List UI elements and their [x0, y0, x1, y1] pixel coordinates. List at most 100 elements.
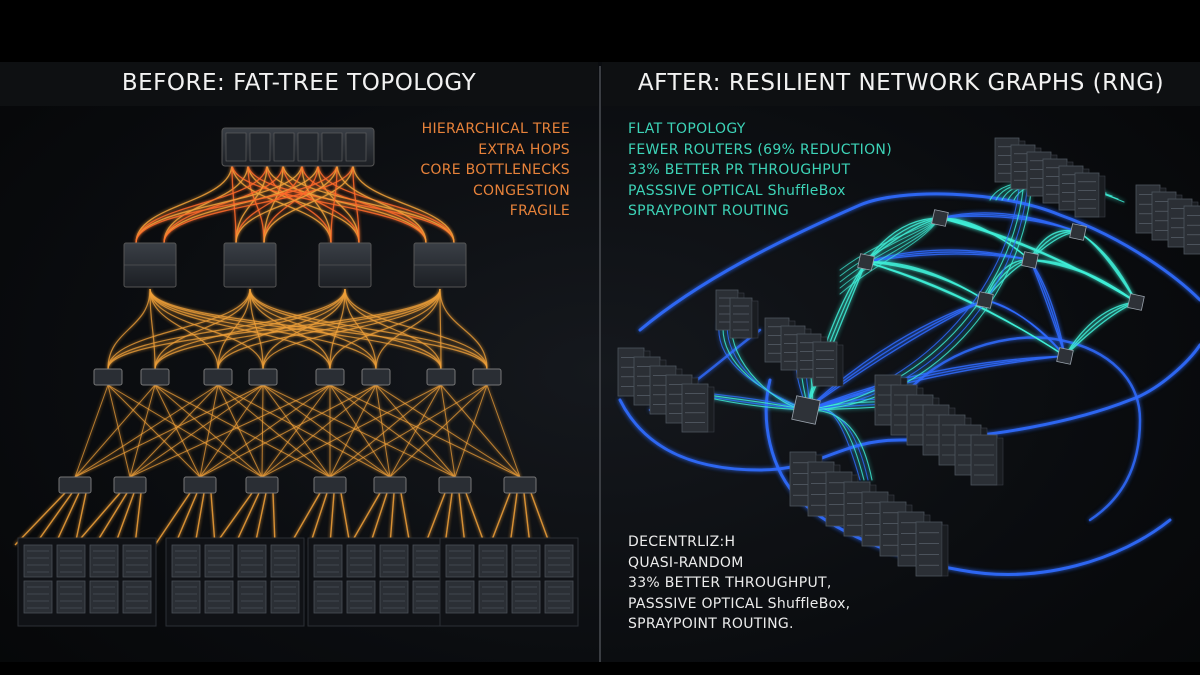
server-unit — [412, 544, 442, 578]
tor-switch — [245, 476, 279, 494]
core-switch — [297, 132, 319, 162]
server-unit — [511, 580, 541, 614]
fat-tree-link — [261, 384, 264, 478]
after-note: SPRAYPOINT ROUTING. — [628, 616, 794, 632]
rng-link — [984, 299, 1066, 357]
server-unit — [23, 580, 53, 614]
fat-tree-link — [266, 163, 332, 244]
after-feature: PASSSIVE OPTICAL ShuffleBox — [628, 182, 846, 199]
core-switch — [273, 132, 295, 162]
fat-tree-link — [107, 288, 251, 370]
fat-tree-link — [247, 163, 360, 244]
after-note: QUASI-RANDOM — [628, 554, 744, 571]
rng-link — [805, 179, 1029, 411]
fat-tree-link — [340, 492, 351, 546]
fat-tree-link — [489, 492, 511, 546]
fat-tree-link — [329, 288, 441, 370]
server-unit — [204, 544, 234, 578]
fat-tree-link — [154, 492, 191, 546]
after-feature: FEWER ROUTERS (69% REDUCTION) — [628, 141, 892, 158]
fat-tree-link — [465, 492, 486, 546]
fat-tree-link — [149, 288, 377, 370]
fat-tree-link — [194, 492, 205, 546]
fat-tree-link — [129, 384, 331, 478]
fat-tree-link — [389, 492, 395, 546]
fat-tree-link — [349, 492, 381, 546]
fat-tree-link — [263, 163, 354, 244]
tor-switch — [373, 476, 407, 494]
fat-tree-link — [389, 384, 442, 478]
fat-tree-link — [486, 384, 521, 478]
server-rack — [915, 521, 943, 577]
fat-tree-link — [266, 163, 427, 244]
fat-tree-link — [129, 384, 219, 478]
rng-link — [805, 261, 867, 411]
fat-tree-link — [301, 163, 427, 244]
fat-tree-link — [336, 163, 427, 244]
rng-link — [1077, 231, 1137, 303]
tor-switch — [313, 476, 347, 494]
fat-tree-link — [352, 163, 360, 244]
server-unit — [23, 544, 53, 578]
fat-tree-link — [329, 384, 521, 478]
rng-link — [805, 299, 986, 411]
server-unit — [56, 544, 86, 578]
fat-tree-link — [74, 384, 264, 478]
server-unit — [379, 544, 409, 578]
rack-side — [996, 437, 1004, 486]
rng-link — [898, 336, 1142, 522]
fat-tree-link — [375, 384, 391, 478]
server-unit — [270, 544, 300, 578]
fat-tree-link — [235, 163, 268, 244]
fat-tree-link — [344, 288, 488, 370]
server-unit — [89, 544, 119, 578]
server-unit — [237, 580, 267, 614]
server-unit — [122, 544, 152, 578]
fat-tree-link — [439, 288, 442, 370]
after-title-bar: AFTER: RESILIENT NETWORK GRAPHS (RNG) — [602, 62, 1200, 106]
rack-side — [1098, 175, 1106, 218]
fat-tree-link — [135, 163, 303, 244]
core-switch — [321, 132, 343, 162]
fat-tree-link — [247, 163, 455, 244]
server-unit — [270, 580, 300, 614]
fat-tree-link — [163, 163, 249, 244]
fat-tree-link — [424, 492, 446, 546]
rng-link — [1077, 231, 1137, 303]
fat-tree-link — [231, 163, 332, 244]
fat-tree-link — [129, 384, 156, 478]
fat-tree-link — [235, 163, 338, 244]
bottom-letterbox — [0, 662, 1200, 675]
rng-link — [865, 261, 1066, 357]
fat-tree-link — [329, 384, 456, 478]
rng-link — [805, 179, 1021, 411]
rng-link — [638, 192, 1200, 332]
rng-link — [865, 261, 986, 301]
fat-tree-link — [301, 163, 332, 244]
fat-tree-link — [94, 492, 128, 546]
fat-tree-link — [217, 288, 251, 370]
fat-tree-link — [509, 492, 518, 546]
fat-tree-link — [107, 288, 346, 370]
rng-link — [865, 253, 1031, 263]
tor-switch — [58, 476, 92, 494]
fat-tree-link — [74, 384, 219, 478]
fat-tree-link — [135, 163, 233, 244]
fat-tree-link — [440, 384, 456, 478]
rng-router — [1127, 293, 1145, 311]
fat-tree-link — [329, 384, 391, 478]
before-feature: EXTRA HOPS — [478, 141, 570, 158]
fat-tree-link — [154, 288, 346, 370]
after-note: DECENTRLIZ:H — [628, 534, 736, 550]
rng-link — [839, 217, 941, 277]
rng-router — [976, 291, 994, 309]
fat-tree-link — [107, 384, 263, 478]
fat-tree-link — [114, 492, 135, 546]
core-switch — [345, 132, 367, 162]
edge-switch — [426, 368, 456, 386]
fat-tree-link — [199, 384, 377, 478]
fat-tree-link — [154, 384, 201, 478]
rng-link — [805, 179, 1033, 411]
server-rack — [1074, 172, 1100, 218]
